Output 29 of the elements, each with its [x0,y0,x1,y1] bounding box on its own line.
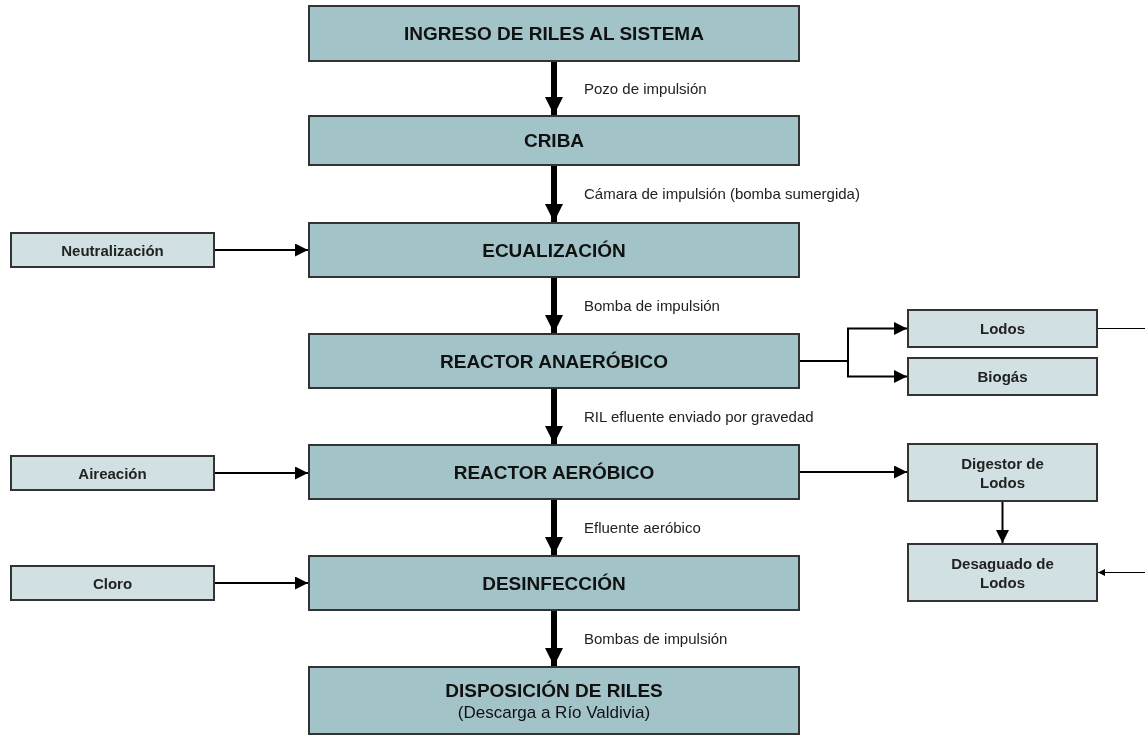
process-box: Biogás [907,357,1098,396]
process-box: ECUALIZACIÓN [308,222,800,278]
arrow [799,360,908,383]
process-box: REACTOR AERÓBICO [308,444,800,500]
arrow [996,501,1009,544]
process-box: REACTOR ANAERÓBICO [308,333,800,389]
process-box: Desaguado de Lodos [907,543,1098,602]
connector-line [1097,328,1145,329]
arrow [214,576,309,590]
arrow [214,243,309,257]
process-box: Aireación [10,455,215,491]
arrow [545,389,563,444]
arrow [545,500,563,555]
arrow [545,611,563,666]
process-box: DISPOSICIÓN DE RILES (Descarga a Río Valdivia) [308,666,800,735]
arrow [545,62,563,115]
arrow [1097,569,1145,576]
arrow [214,466,309,480]
process-box: INGRESO DE RILES AL SISTEMA [308,5,800,62]
process-box: Neutralización [10,232,215,268]
arrow [545,278,563,333]
edge-label: Cámara de impulsión (bomba sumergida) [584,185,860,203]
process-box: Digestor de Lodos [907,443,1098,502]
process-box: CRIBA [308,115,800,166]
arrow [545,166,563,222]
process-box: Lodos [907,309,1098,348]
process-box: DESINFECCIÓN [308,555,800,611]
arrow [799,465,908,479]
process-box: Cloro [10,565,215,601]
